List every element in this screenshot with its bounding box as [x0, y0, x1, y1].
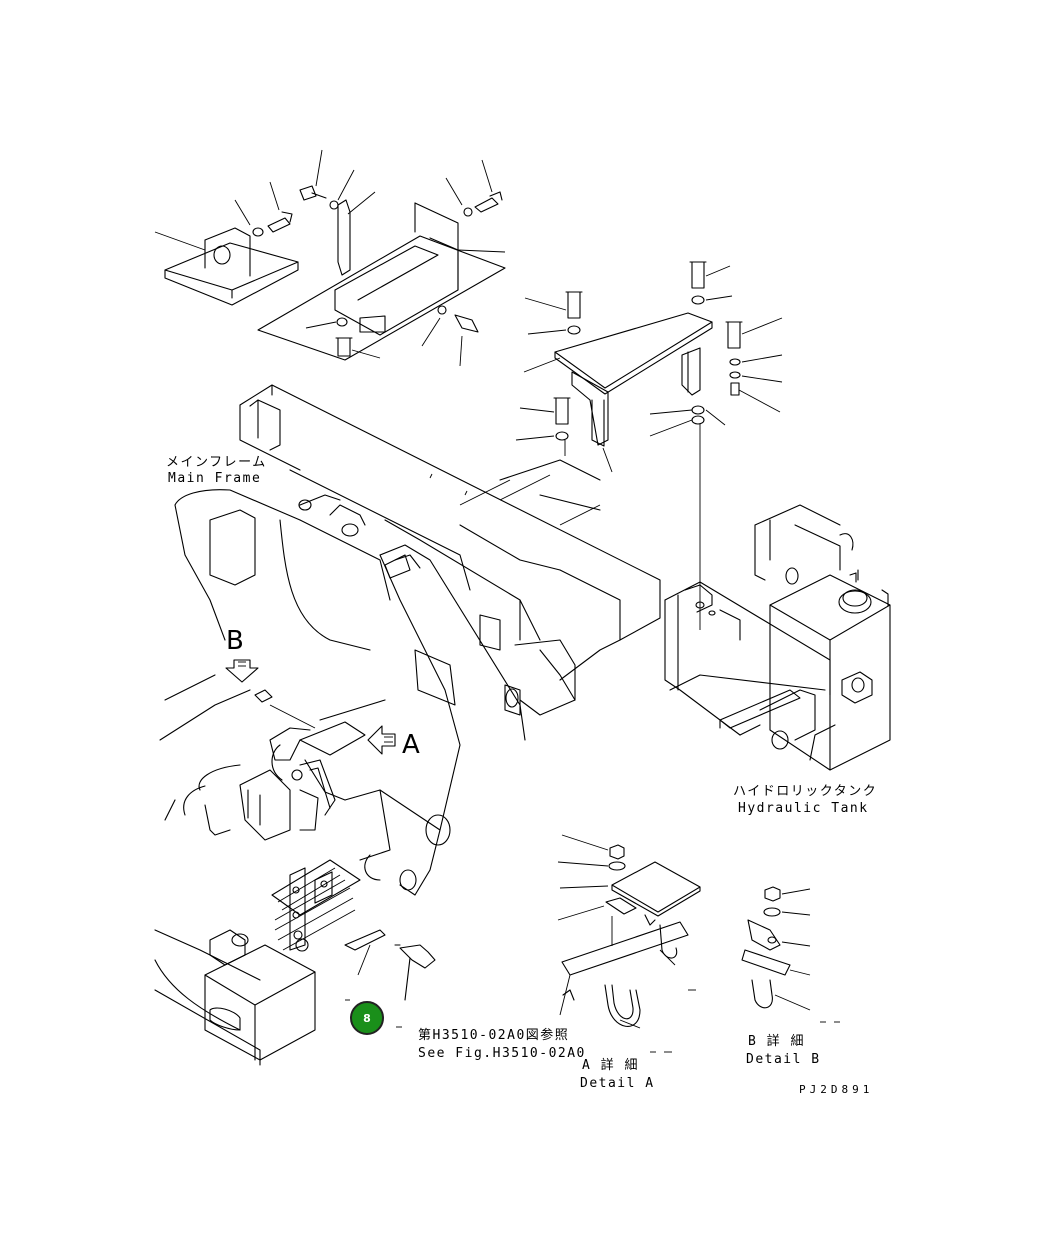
detail-b-label-jp: B 詳 細 — [748, 1034, 805, 1049]
tank-mount-bracket-group — [515, 261, 783, 630]
view-b-letter: B — [226, 626, 244, 656]
see-figure-label-jp: 第H3510-02A0図参照 — [418, 1028, 570, 1043]
main-frame-label-en: Main Frame — [168, 471, 262, 486]
top-bracket-group — [154, 149, 506, 367]
hydraulic-tank-label-en: Hydraulic Tank — [738, 801, 869, 816]
detail-a-label-en: Detail A — [580, 1076, 655, 1091]
hydraulic-tank-label-jp: ハイドロリックタンク — [733, 784, 878, 799]
view-a-letter: A — [402, 730, 420, 760]
part-callout-8[interactable]: 8 — [350, 1001, 384, 1035]
detail-b-label-en: Detail B — [746, 1052, 821, 1067]
hose-valve-assembly — [164, 689, 386, 841]
main-frame-label-jp: メインフレーム — [166, 455, 267, 470]
view-arrow-b — [225, 659, 259, 683]
view-arrow-a — [367, 725, 396, 755]
cooler-and-box — [204, 859, 436, 1061]
hydraulic-tank — [664, 504, 891, 771]
main-frame — [154, 384, 661, 1066]
drawing-number: PJ2D891 — [799, 1083, 874, 1096]
detail-a-drawing — [557, 834, 701, 1053]
detail-a-label-jp: A 詳 細 — [582, 1058, 639, 1073]
detail-b-drawing — [741, 886, 840, 1023]
see-figure-label-en: See Fig.H3510-02A0 — [418, 1046, 586, 1061]
